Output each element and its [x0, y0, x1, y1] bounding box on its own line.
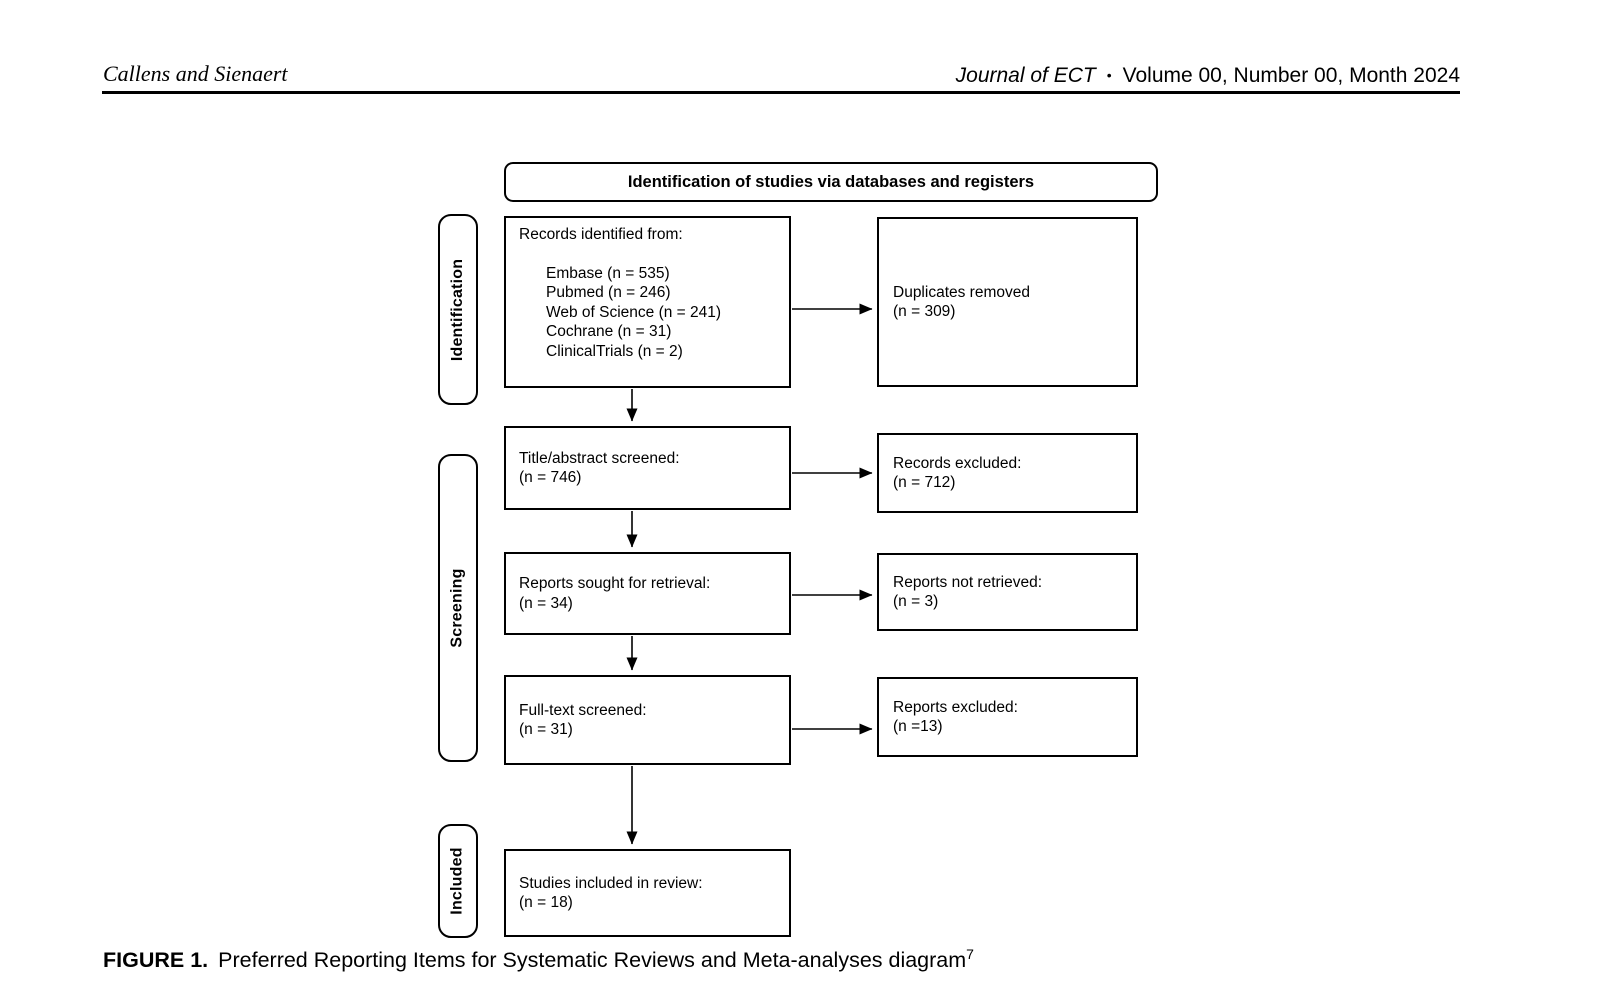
box-full-text-screened: Full-text screened: (n = 31)	[504, 675, 791, 765]
bullet-separator: •	[1106, 67, 1112, 83]
box-line-2: (n = 3)	[893, 593, 939, 610]
source-item-cochrane: Cochrane (n = 31)	[546, 323, 672, 340]
banner-text: Identification of studies via databases …	[627, 172, 1035, 191]
journal-title: Journal of ECT	[955, 64, 1096, 87]
box-line-1: Studies included in review:	[519, 874, 703, 892]
source-item-pubmed: Pubmed (n = 246)	[546, 284, 671, 301]
box-line-1: Reports not retrieved:	[893, 573, 1043, 591]
box-records-excluded: Records excluded: (n = 712)	[877, 433, 1138, 513]
box-line-1: Records excluded:	[893, 454, 1022, 472]
source-item-web-of-science: Web of Science (n = 241)	[546, 303, 722, 321]
box-reports-not-retrieved: Reports not retrieved: (n = 3)	[877, 553, 1138, 631]
figure-caption-reference: 7	[966, 945, 974, 962]
source-item-embase: Embase (n = 535)	[546, 264, 670, 282]
box-line-2: (n = 34)	[519, 594, 573, 612]
box-line-1: Duplicates removed	[893, 283, 1030, 301]
box-studies-included-in-review: Studies included in review: (n = 18)	[504, 849, 791, 937]
records-identified-heading: Records identified from:	[519, 226, 683, 243]
box-title-abstract-screened: Title/abstract screened: (n = 746)	[504, 426, 791, 510]
running-head-issue-line: Journal of ECT • Volume 00, Number 00, Mon…	[956, 63, 1460, 88]
source-item-clinicaltrials: ClinicalTrials (n = 2)	[546, 342, 683, 360]
stage-label-text: Screening	[449, 568, 467, 648]
figure-caption: FIGURE 1. Preferred Reporting Items for S…	[103, 946, 974, 974]
figure-caption-text: Preferred Reporting Items for Systematic…	[218, 948, 967, 972]
records-source-list: Embase (n = 535) Pubmed (n = 246) Web of…	[546, 264, 781, 362]
stage-label-text: Included	[449, 847, 467, 915]
box-line-1: Full-text screened:	[519, 701, 647, 719]
box-line-1: Reports sought for retrieval:	[519, 575, 711, 592]
stage-label-identification: Identification	[438, 214, 478, 405]
box-duplicates-removed: Duplicates removed (n = 309)	[877, 217, 1138, 387]
box-line-2: (n = 18)	[519, 894, 573, 911]
stage-label-screening: Screening	[438, 454, 478, 762]
box-reports-sought-for-retrieval: Reports sought for retrieval: (n = 34)	[504, 552, 791, 635]
issue-info: Volume 00, Number 00, Month 2024	[1122, 64, 1460, 87]
header-rule	[102, 91, 1460, 94]
stage-label-included: Included	[438, 824, 478, 938]
box-records-identified: Records identified from: Embase (n = 535…	[504, 216, 791, 388]
box-line-2: (n = 309)	[893, 303, 956, 320]
box-line-1: Reports excluded:	[893, 698, 1018, 716]
box-line-2: (n =13)	[893, 718, 943, 735]
running-head-authors: Callens and Sienaert	[103, 61, 288, 86]
box-line-2: (n = 746)	[519, 469, 582, 486]
box-reports-excluded: Reports excluded: (n =13)	[877, 677, 1138, 757]
figure-caption-label: FIGURE 1.	[103, 948, 209, 972]
stage-label-text: Identification	[449, 258, 467, 361]
box-line-2: (n = 712)	[893, 474, 956, 491]
box-line-1: Title/abstract screened:	[519, 449, 680, 467]
banner-identification-via-databases: Identification of studies via databases …	[504, 162, 1158, 202]
box-line-2: (n = 31)	[519, 721, 573, 738]
